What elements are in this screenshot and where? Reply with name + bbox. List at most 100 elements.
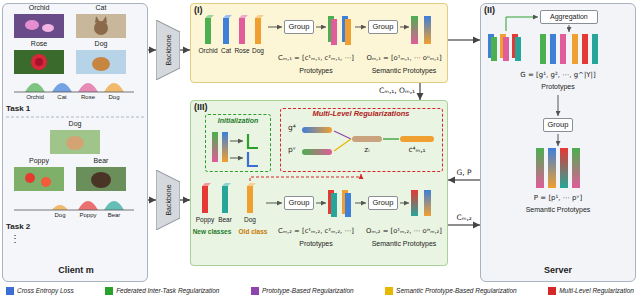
initialization-sketch <box>230 141 243 142</box>
panel-ground <box>190 3 448 83</box>
node-text: Backbone <box>164 184 172 215</box>
server-sketch <box>488 17 598 188</box>
task-two-bars <box>222 183 231 186</box>
task-two-bars <box>266 203 282 204</box>
regularization-sketch <box>302 127 434 155</box>
figure-label: New classes <box>193 228 232 235</box>
legend-item: Multi-Level Regularization <box>548 287 634 295</box>
regularization-sketch <box>334 131 351 139</box>
regularization-sketch <box>383 138 399 139</box>
task-two-bars <box>247 186 253 213</box>
task-two-bars <box>202 186 208 213</box>
figure-label: Task 1 <box>6 104 30 113</box>
connector <box>180 49 190 50</box>
server-sketch <box>548 148 556 188</box>
photo <box>41 177 51 187</box>
prototype-bars <box>331 19 337 45</box>
prototype-bars <box>205 15 431 45</box>
server-sketch <box>560 148 568 188</box>
legend-swatch <box>385 287 393 295</box>
figure-label: G = [g¹, g², ⋯, g^|Y|] <box>520 71 595 79</box>
dashed-region: Multi-Level Regularizations <box>280 108 443 172</box>
legend-text: Semantic Prototype-Based Regularization <box>396 287 517 294</box>
task-two-bars <box>250 174 361 181</box>
photo <box>25 20 39 30</box>
panel-ground <box>190 100 448 266</box>
figure-label: Rose <box>234 47 249 54</box>
connector-label: Cₘ,₂ <box>456 214 473 223</box>
backbone-block: Backbone <box>156 20 180 80</box>
class-histogram <box>104 83 124 92</box>
connector <box>180 199 190 200</box>
connector <box>148 199 156 200</box>
node-text: Group <box>289 23 310 32</box>
figure-label: Old class <box>239 228 268 235</box>
task-two-bars <box>247 183 256 186</box>
figure-label: Cₘ,₂ = [c¹ₘ,₂, c²ₘ,₂, ⋯] <box>278 228 354 236</box>
server-sketch <box>582 34 588 64</box>
node-text: Group <box>289 199 310 208</box>
figure-label: Dog <box>244 216 256 223</box>
server-sketch <box>558 95 559 116</box>
figure-label: Cat <box>221 47 231 54</box>
legend-text: Cross Entropy Loss <box>17 287 74 294</box>
task-two-bars <box>331 193 337 217</box>
task-two-bars <box>355 203 366 204</box>
process-box: Group <box>284 196 314 210</box>
prototype-bars <box>223 18 229 44</box>
figure-label: Prototypes <box>541 83 574 91</box>
figure-label: zᵢ <box>364 146 369 155</box>
server-panel: (II)ServerAggregationGroup <box>480 3 636 282</box>
class-histogram <box>6 83 144 210</box>
node-text: Client m <box>58 265 94 275</box>
regularization-sketch <box>352 136 382 142</box>
node-text: Group <box>548 121 569 130</box>
legend: Cross Entropy LossFederated Inter-Task R… <box>6 285 634 296</box>
regularization-sketch <box>302 127 332 133</box>
regularization-sketch <box>334 139 351 151</box>
dashed-region: Initialization <box>205 114 271 172</box>
panel-ground <box>480 3 636 282</box>
task-two-bars <box>222 186 228 213</box>
connector <box>419 83 420 100</box>
prototype-bars <box>205 18 211 44</box>
figure-label: Cat <box>96 4 107 12</box>
task-two-bars <box>202 183 211 186</box>
server-sketch <box>558 134 559 146</box>
figure-label: Semantic Prototypes <box>372 240 437 248</box>
figure-label: Semantic Prototypes <box>372 67 437 75</box>
figure-label: Oₘ,₂ = [o¹ₘ,₂, ⋯ oʷₘ,₂] <box>366 228 442 236</box>
figure-label: c⁴ₘ,₁ <box>408 146 425 155</box>
process-box: Group <box>543 118 573 132</box>
task-two-bars <box>411 190 418 216</box>
photo <box>50 130 100 154</box>
node-text: Group <box>373 23 394 32</box>
connector <box>148 49 156 50</box>
legend-swatch <box>6 287 14 295</box>
figure-label: ⋮ <box>10 233 20 245</box>
node-text: Aggregation <box>550 13 588 21</box>
figure-label: Rose <box>31 40 47 48</box>
figure-label: pᵛ <box>288 146 296 155</box>
photo <box>25 173 35 183</box>
legend-swatch <box>105 287 113 295</box>
class-histogram <box>78 201 98 210</box>
figure-label: Rose <box>81 94 95 101</box>
figure-label: Poppy <box>79 212 96 219</box>
prototype-bars <box>411 16 418 44</box>
photo <box>14 14 64 38</box>
connector <box>448 179 480 180</box>
initialization-sketch <box>212 132 218 162</box>
legend-swatch <box>251 287 259 295</box>
task-two-bars <box>316 203 326 204</box>
task-two-bars <box>400 203 409 204</box>
initialization-sketch <box>248 134 258 148</box>
server-sketch <box>491 37 497 61</box>
prototype-bars <box>268 27 282 28</box>
photo <box>76 167 126 191</box>
server-sketch <box>560 34 566 64</box>
legend-text: Multi-Level Regularization <box>559 287 634 294</box>
figure-label: Dog <box>54 212 65 219</box>
connector <box>448 39 480 40</box>
process-box: Group <box>284 20 314 34</box>
